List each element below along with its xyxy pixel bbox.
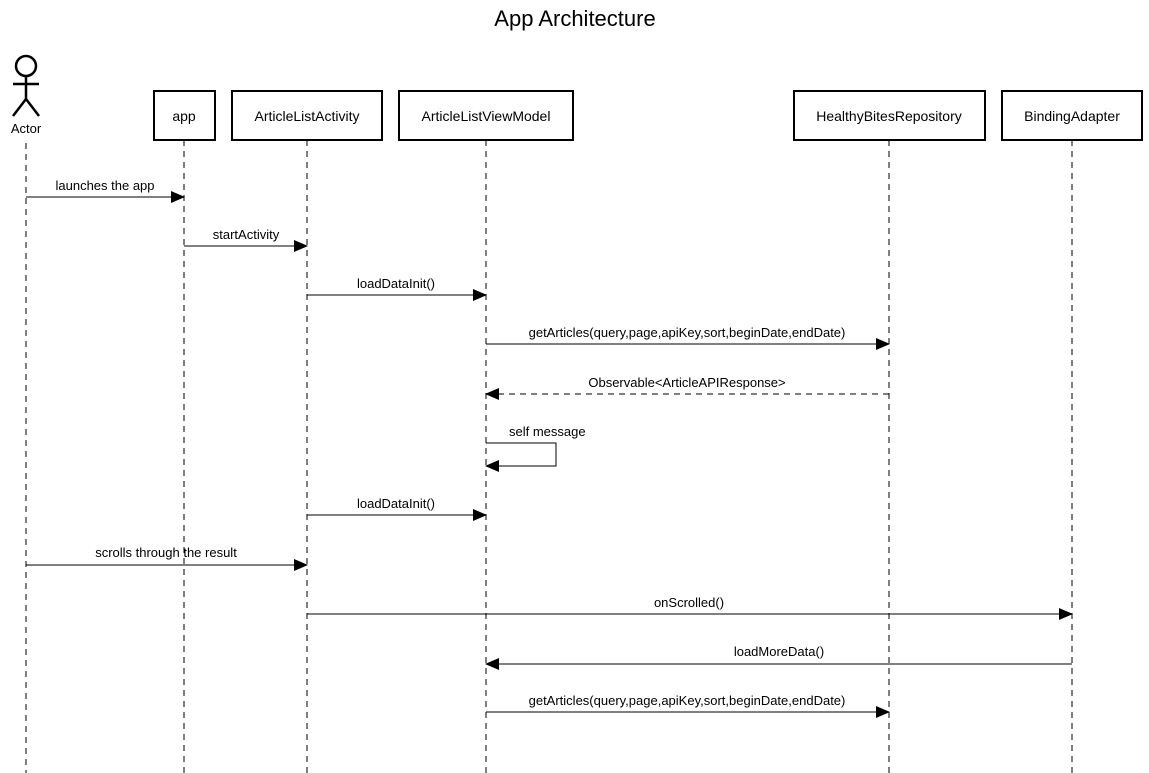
message-label: Observable<ArticleAPIResponse> [588, 375, 785, 390]
participant-label: HealthyBitesRepository [816, 108, 962, 124]
message-label: loadMoreData() [734, 644, 824, 659]
participant-article-list-view-model: ArticleListViewModel [398, 90, 574, 141]
message-label: getArticles(query,page,apiKey,sort,begin… [529, 325, 846, 340]
participant-healthy-bites-repository: HealthyBitesRepository [793, 90, 986, 141]
diagram-title: App Architecture [494, 6, 655, 31]
message-label: loadDataInit() [357, 276, 435, 291]
actor-icon [12, 54, 40, 117]
message-label: self message [509, 424, 586, 439]
message-label: loadDataInit() [357, 496, 435, 511]
message-label: startActivity [213, 227, 280, 242]
message-load-data-init: loadDataInit() [307, 276, 487, 301]
participant-label: app [172, 108, 196, 124]
participant-label: ArticleListActivity [254, 108, 359, 124]
participant-article-list-activity: ArticleListActivity [231, 90, 383, 141]
message-scrolls-through-result: scrolls through the result [26, 545, 308, 571]
message-self: self message [485, 424, 586, 472]
message-return-observable: Observable<ArticleAPIResponse> [485, 375, 889, 400]
participant-app: app [153, 90, 216, 141]
message-label: getArticles(query,page,apiKey,sort,begin… [529, 693, 846, 708]
message-on-scrolled: onScrolled() [307, 595, 1073, 620]
message-label: scrolls through the result [95, 545, 237, 560]
actor-label: Actor [11, 121, 42, 136]
message-start-activity: startActivity [184, 227, 308, 252]
message-launches-the-app: launches the app [26, 178, 185, 203]
participant-binding-adapter: BindingAdapter [1001, 90, 1143, 141]
message-get-articles: getArticles(query,page,apiKey,sort,begin… [486, 693, 890, 718]
message-label: launches the app [55, 178, 154, 193]
message-label: onScrolled() [654, 595, 724, 610]
message-load-more-data: loadMoreData() [485, 644, 1072, 670]
message-get-articles: getArticles(query,page,apiKey,sort,begin… [486, 325, 890, 350]
message-load-data-init: loadDataInit() [307, 496, 487, 521]
participant-label: ArticleListViewModel [422, 108, 551, 124]
participant-label: BindingAdapter [1024, 108, 1120, 124]
